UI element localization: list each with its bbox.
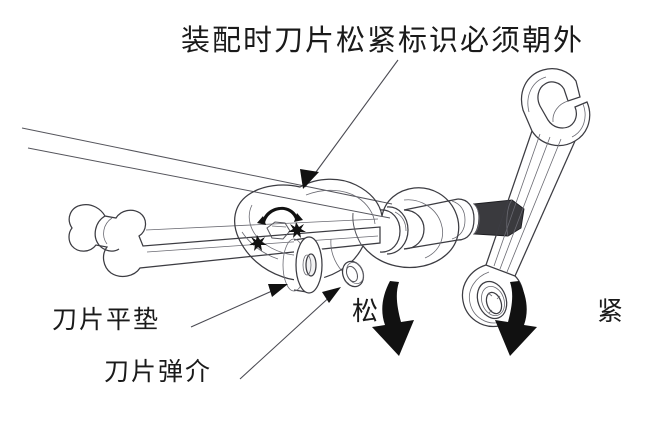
marking-star-right (288, 222, 306, 238)
page-title: 装配时刀片松紧标识必须朝外 (181, 25, 585, 57)
direction-label-tighten: 紧 (597, 297, 625, 326)
flat-washer-leader-line (190, 284, 288, 328)
marking-star-left (249, 235, 267, 251)
loosen-arrow-icon (372, 281, 414, 356)
combination-wrench-icon (461, 68, 591, 328)
callout-label-flat-washer: 刀片平垫 (52, 307, 161, 334)
blade-tightness-marking-icon (249, 206, 306, 251)
spring-washer-icon (341, 260, 365, 288)
spring-washer-leader-line (239, 287, 341, 380)
tighten-arrow-icon (495, 281, 537, 356)
thin-wrench-icon (21, 127, 409, 278)
callout-label-spring-washer: 刀片弹介 (104, 359, 213, 386)
blade-icon (234, 178, 460, 281)
spindle-shaft-icon (403, 198, 525, 250)
flat-washer-icon (282, 236, 326, 294)
direction-label-loosen: 松 (352, 297, 380, 326)
title-leader-line (300, 59, 399, 189)
